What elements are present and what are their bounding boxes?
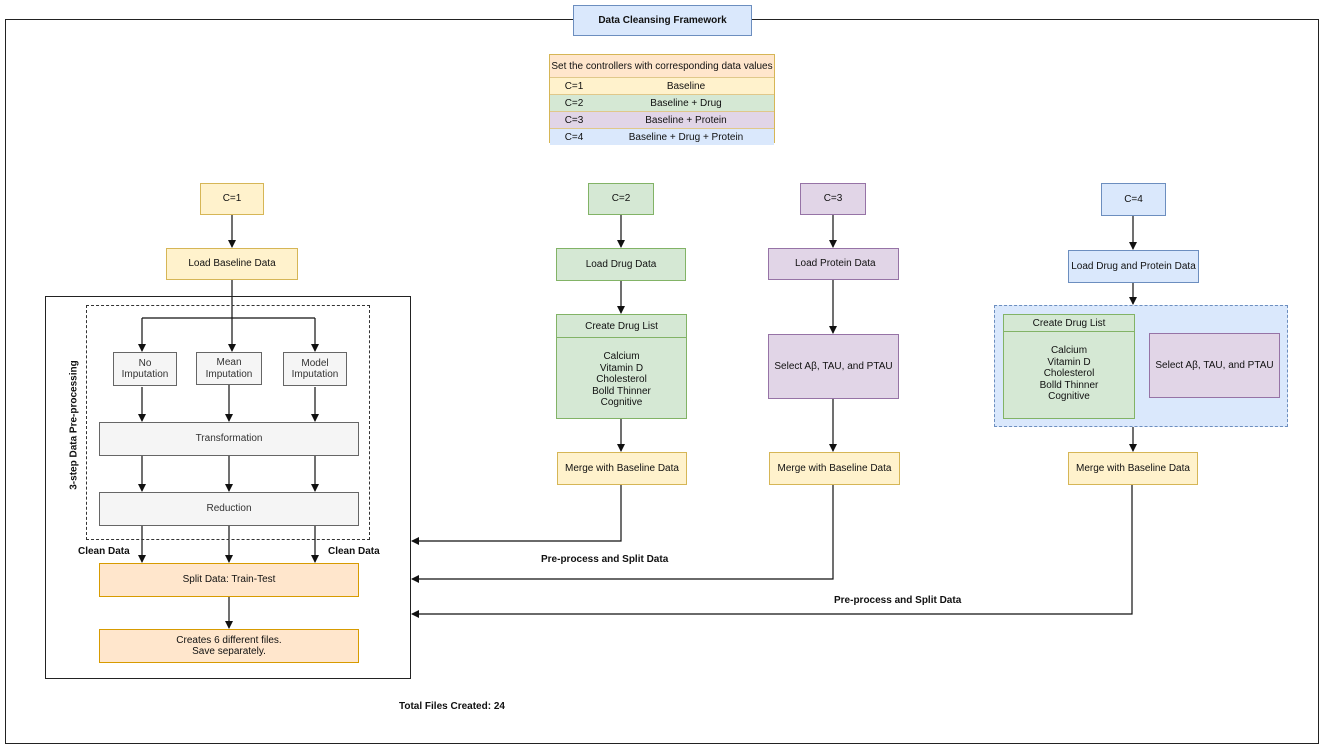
creates-files-line1: Creates 6 different files. [176,634,282,646]
legend-row: C=3 Baseline + Protein [550,111,774,128]
drug-list-title: Create Drug List [1004,315,1134,332]
legend-value: Baseline + Drug [650,97,722,109]
select-proteins-c3: Select Aβ, TAU, and PTAU [768,334,899,399]
create-drug-list-c2: Create Drug List Calcium Vitamin D Chole… [556,314,687,419]
merge-baseline-c3: Merge with Baseline Data [769,452,900,485]
drug-item: Cholesterol [596,374,647,385]
drug-list: Calcium Vitamin D Cholesterol Bolld Thin… [557,351,686,409]
drug-item: Cholesterol [1043,368,1095,379]
load-drug-protein-data: Load Drug and Protein Data [1068,250,1199,283]
load-baseline-data: Load Baseline Data [166,248,298,280]
drug-list-title: Create Drug List [557,315,686,338]
legend-key: C=4 [564,131,584,143]
legend-value: Baseline + Drug + Protein [628,131,744,143]
controller-c4: C=4 [1101,183,1166,216]
drug-item: Bolld Thinner [592,385,651,397]
legend-row: C=4 Baseline + Drug + Protein [550,128,774,145]
drug-item: Cognitive [600,397,643,408]
drug-item: Cognitive [1048,391,1090,402]
drug-item: Bolld Thinner [1039,379,1099,391]
drug-item: Vitamin D [599,362,644,374]
creates-files: Creates 6 different files. Save separate… [99,629,359,663]
load-protein-data: Load Protein Data [768,248,899,280]
drug-item: Vitamin D [1047,356,1091,368]
clean-data-label-right: Clean Data [328,546,380,557]
drug-item: Calcium [1050,345,1088,356]
legend-key: C=3 [564,114,584,126]
preprocessing-label: 3-step Data Pre-processing [68,360,80,490]
controller-c2: C=2 [588,183,654,215]
reduction: Reduction [99,492,359,526]
drug-list: Calcium Vitamin D Cholesterol Bolld Thin… [1004,345,1134,403]
creates-files-line2: Save separately. [192,646,266,657]
select-proteins-c4: Select Aβ, TAU, and PTAU [1149,333,1280,398]
preprocessing-group [86,305,370,540]
edge-label-preprocess-split: Pre-process and Split Data [541,554,669,565]
model-imputation: Model Imputation [283,352,347,386]
create-drug-list-c4: Create Drug List Calcium Vitamin D Chole… [1003,314,1135,419]
legend-header: Set the controllers with corresponding d… [550,55,774,77]
merge-baseline-c2: Merge with Baseline Data [557,452,687,485]
split-train-test: Split Data: Train-Test [99,563,359,597]
no-imputation: No Imputation [113,352,177,386]
drug-item: Calcium [603,351,640,362]
c1-pipeline-container [45,296,411,679]
transformation: Transformation [99,422,359,456]
legend-row: C=1 Baseline [550,77,774,94]
legend-key: C=2 [564,97,584,109]
legend-row: C=2 Baseline + Drug [550,94,774,111]
load-drug-data: Load Drug Data [556,248,686,281]
controller-c1: C=1 [200,183,264,215]
merge-baseline-c4: Merge with Baseline Data [1068,452,1198,485]
clean-data-label-left: Clean Data [78,546,130,557]
total-files-created: Total Files Created: 24 [399,701,505,712]
controller-c3: C=3 [800,183,866,215]
legend-key: C=1 [564,80,584,92]
edge-label-preprocess-split: Pre-process and Split Data [834,595,962,606]
legend-table: Set the controllers with corresponding d… [549,54,775,145]
legend-value: Baseline [666,80,706,92]
legend-value: Baseline + Protein [645,114,727,126]
mean-imputation: Mean Imputation [196,352,262,385]
page-title: Data Cleansing Framework [573,5,752,36]
